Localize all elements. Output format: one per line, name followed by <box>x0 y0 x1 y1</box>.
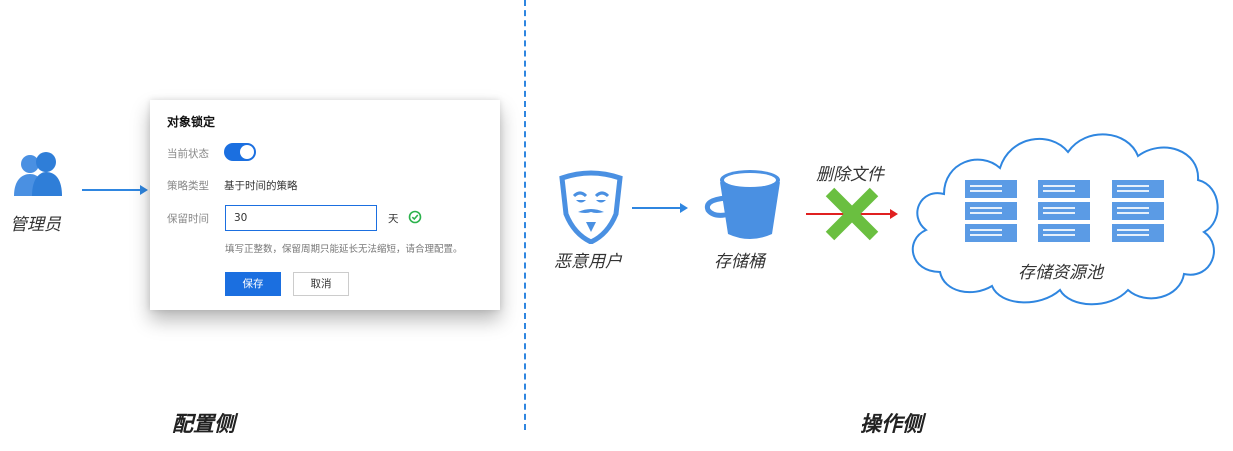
admin-users-icon <box>14 152 62 196</box>
admin-label: 管理员 <box>10 215 61 235</box>
retention-unit: 天 <box>388 213 399 225</box>
bucket-icon <box>704 170 780 239</box>
cancel-button[interactable]: 取消 <box>293 272 349 296</box>
toggle-knob <box>240 145 254 159</box>
mask-icon <box>559 170 623 244</box>
server-icon <box>965 180 1164 242</box>
policy-label: 策略类型 <box>167 180 209 192</box>
retention-hint: 填写正整数，保留周期只能延长无法缩短，请合理配置。 <box>225 244 463 255</box>
object-lock-panel: 对象锁定 当前状态 策略类型 基于时间的策略 保留时间 30 天 填写正整数，保… <box>150 100 500 310</box>
status-label: 当前状态 <box>167 148 209 160</box>
bucket-label: 存储桶 <box>714 252 765 272</box>
retention-label: 保留时间 <box>167 213 209 225</box>
arrow-user-to-bucket <box>632 203 688 213</box>
arrow-admin-to-panel <box>82 185 148 195</box>
status-toggle[interactable] <box>224 143 256 161</box>
retention-input[interactable]: 30 <box>225 205 377 231</box>
server-rack-group <box>965 180 1164 242</box>
check-circle-icon <box>408 210 422 224</box>
save-button[interactable]: 保存 <box>225 272 281 296</box>
panel-title: 对象锁定 <box>167 115 216 129</box>
cross-icon <box>825 187 879 241</box>
config-side-label: 配置侧 <box>172 412 235 436</box>
malicious-user-label: 恶意用户 <box>554 252 622 272</box>
delete-file-label: 删除文件 <box>816 165 884 185</box>
operation-side-label: 操作侧 <box>860 412 923 436</box>
section-divider <box>524 0 526 430</box>
policy-value: 基于时间的策略 <box>224 180 298 192</box>
storage-pool-label: 存储资源池 <box>1018 263 1103 283</box>
